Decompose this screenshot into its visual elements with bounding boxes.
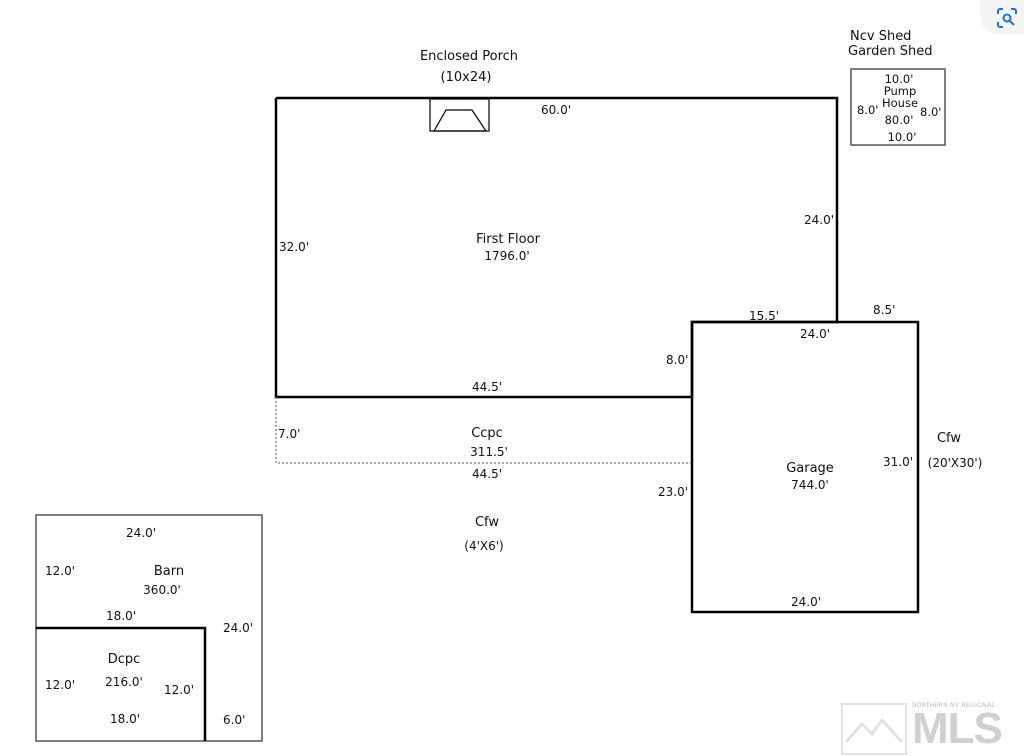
pump-bottom-dim: 10.0' xyxy=(887,130,917,144)
garage-name: Garage xyxy=(786,461,834,476)
cfw-small-name: Cfw xyxy=(474,515,500,530)
lens-search-button[interactable] xyxy=(980,0,1024,34)
garage-top-dim: 24.0' xyxy=(799,327,831,341)
cfw-garage-size: (20'X30') xyxy=(927,456,983,470)
garage-bottom-dim: 24.0' xyxy=(790,595,822,609)
pump-left-dim: 8.0' xyxy=(857,103,879,117)
first-floor-left-dim: 32.0' xyxy=(279,240,310,254)
barn-name: Barn xyxy=(153,564,185,579)
cfw-small-size: (4'X6') xyxy=(464,539,504,553)
ccpc-area: 311.5' xyxy=(470,445,508,459)
garage-left-dim: 23.0' xyxy=(658,485,689,499)
first-floor-notch-side-dim: 8.0' xyxy=(666,353,689,367)
ccpc-outline xyxy=(275,397,692,464)
porch-size: (10x24) xyxy=(440,70,492,85)
dcpc-outline xyxy=(36,626,207,741)
garage-right-dim: 31.0' xyxy=(883,455,914,469)
first-floor-notch-top-dim: 15.5' xyxy=(748,309,780,323)
dcpc-bottom-dim: 18.0' xyxy=(109,712,141,726)
mls-logo-caption: NORTHERN NV REGIONAL xyxy=(912,702,996,709)
barn-right-dim: 24.0' xyxy=(223,621,254,635)
dcpc-left-dim: 12.0' xyxy=(45,678,76,692)
garage-area: 744.0' xyxy=(791,478,829,492)
first-floor-outline xyxy=(274,96,839,399)
ccpc-bottom-dim: 44.5' xyxy=(471,467,503,481)
shed-label-1: Ncv Shed xyxy=(850,29,912,44)
dcpc-area: 216.0' xyxy=(105,675,143,689)
mls-logo-word: MLS xyxy=(912,704,1003,753)
first-floor-name: First Floor xyxy=(476,232,540,247)
ccpc-left-dim: 7.0' xyxy=(278,427,301,441)
barn-area: 360.0' xyxy=(143,583,181,597)
pump-name-2: House xyxy=(881,96,919,110)
pump-house-outline xyxy=(850,68,946,146)
first-floor-top-dim: 60.0' xyxy=(540,103,572,117)
ccpc-name: Ccpc xyxy=(471,426,503,441)
pump-name-1: Pump xyxy=(883,84,917,98)
porch-stairs-icon xyxy=(429,98,490,132)
pump-top-dim: 10.0' xyxy=(884,72,914,86)
garage-ext-dim: 8.5' xyxy=(873,303,896,317)
dcpc-name: Dcpc xyxy=(107,652,141,667)
garage-outline xyxy=(690,320,920,614)
barn-inner-dim: 18.0' xyxy=(105,609,137,623)
pump-area: 80.0' xyxy=(884,113,914,127)
first-floor-area: 1796.0' xyxy=(484,249,530,263)
mountain-logo-icon xyxy=(841,703,907,755)
cfw-garage-name: Cfw xyxy=(936,431,962,446)
first-floor-right-dim: 24.0' xyxy=(804,213,835,227)
dcpc-gap-dim: 6.0' xyxy=(223,713,246,727)
first-floor-bottom-dim: 44.5' xyxy=(471,380,503,394)
lens-search-icon xyxy=(997,8,1017,28)
shed-label-2: Garden Shed xyxy=(848,44,933,59)
pump-right-dim: 8.0' xyxy=(920,105,942,119)
barn-left-dim: 12.0' xyxy=(45,564,76,578)
barn-top-dim: 24.0' xyxy=(125,526,157,540)
dcpc-right-dim: 12.0' xyxy=(164,683,195,697)
porch-title: Enclosed Porch xyxy=(419,49,519,64)
